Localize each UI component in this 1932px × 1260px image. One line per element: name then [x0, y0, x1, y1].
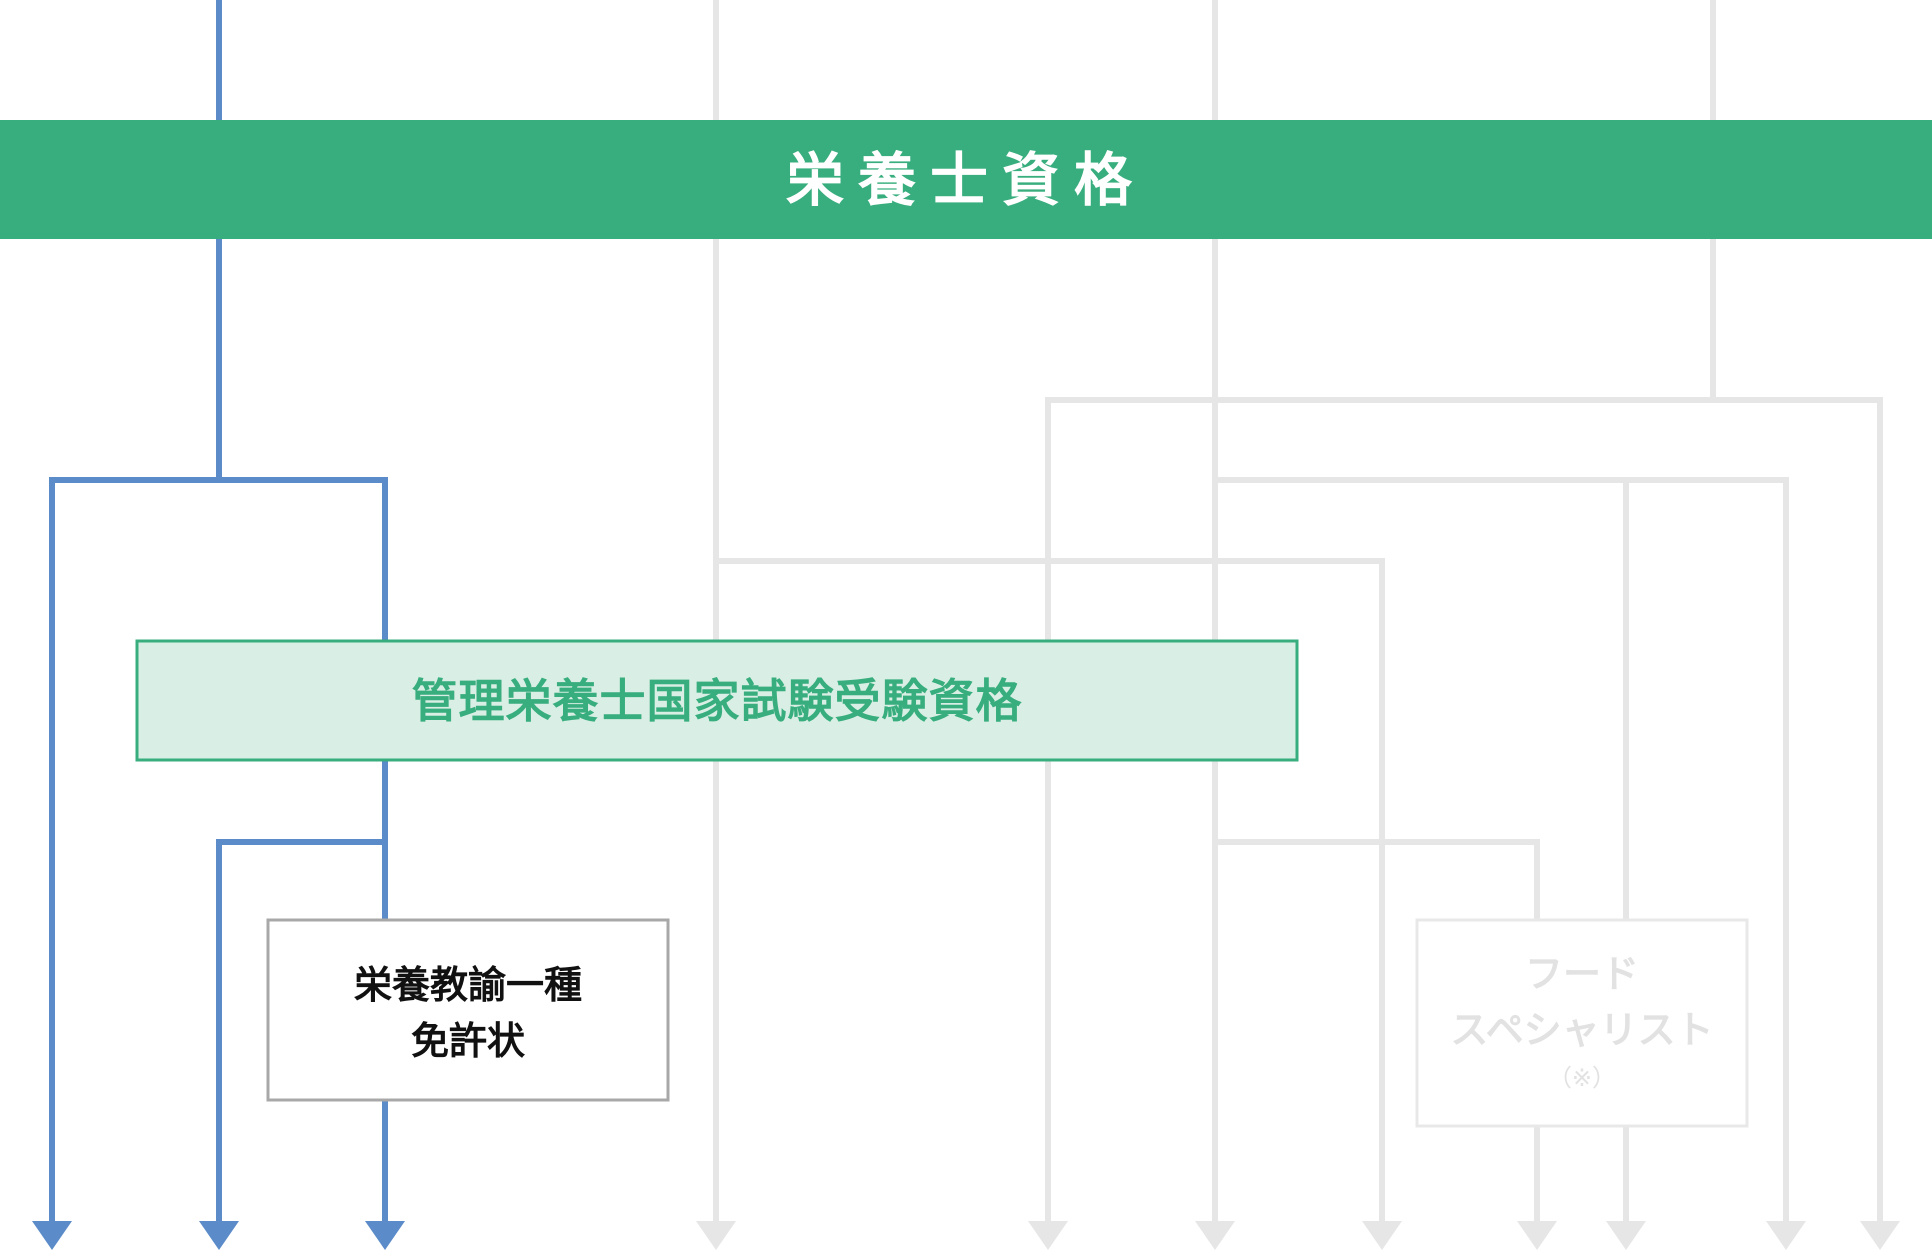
arrowhead	[1195, 1221, 1235, 1250]
arrowhead	[1362, 1221, 1402, 1250]
arrowhead	[1517, 1221, 1557, 1250]
food-box-line2: スペシャリスト	[1450, 1008, 1713, 1052]
inactive-path	[716, 558, 1385, 1222]
arrowhead	[1606, 1221, 1646, 1250]
arrowhead	[365, 1221, 405, 1250]
food-box-background	[1415, 918, 1749, 1128]
arrowhead	[1028, 1221, 1068, 1250]
banner-background	[0, 120, 1932, 239]
teacher-license-box: 栄養教諭一種 免許状	[266, 918, 670, 1102]
inactive-path	[1215, 477, 1789, 1222]
teacher-box-background	[266, 918, 670, 1102]
arrowhead	[696, 1221, 736, 1250]
food-box-line1: フード	[1525, 952, 1639, 996]
arrowhead	[199, 1221, 239, 1250]
food-specialist-box: フード スペシャリスト （※）	[1415, 918, 1749, 1128]
exam-box-background	[135, 639, 1299, 762]
arrowhead	[1766, 1221, 1806, 1250]
exam-eligibility-box: 管理栄養士国家試験受験資格	[135, 639, 1299, 762]
food-box-note: （※）	[1548, 1064, 1616, 1092]
banner-title: 栄養士資格	[786, 146, 1146, 214]
arrowhead	[1860, 1221, 1900, 1250]
inactive-arrowheads	[696, 1221, 1900, 1250]
inactive-path	[1045, 397, 1883, 1222]
active-path	[216, 839, 385, 1222]
teacher-box-line2: 免許状	[411, 1019, 526, 1063]
exam-box-label: 管理栄養士国家試験受験資格	[412, 674, 1023, 728]
teacher-box-line1: 栄養教諭一種	[354, 963, 582, 1007]
active-arrowheads	[32, 1221, 405, 1250]
arrowhead	[32, 1221, 72, 1250]
inactive-path	[1215, 839, 1540, 920]
qualification-banner: 栄養士資格	[0, 120, 1932, 239]
